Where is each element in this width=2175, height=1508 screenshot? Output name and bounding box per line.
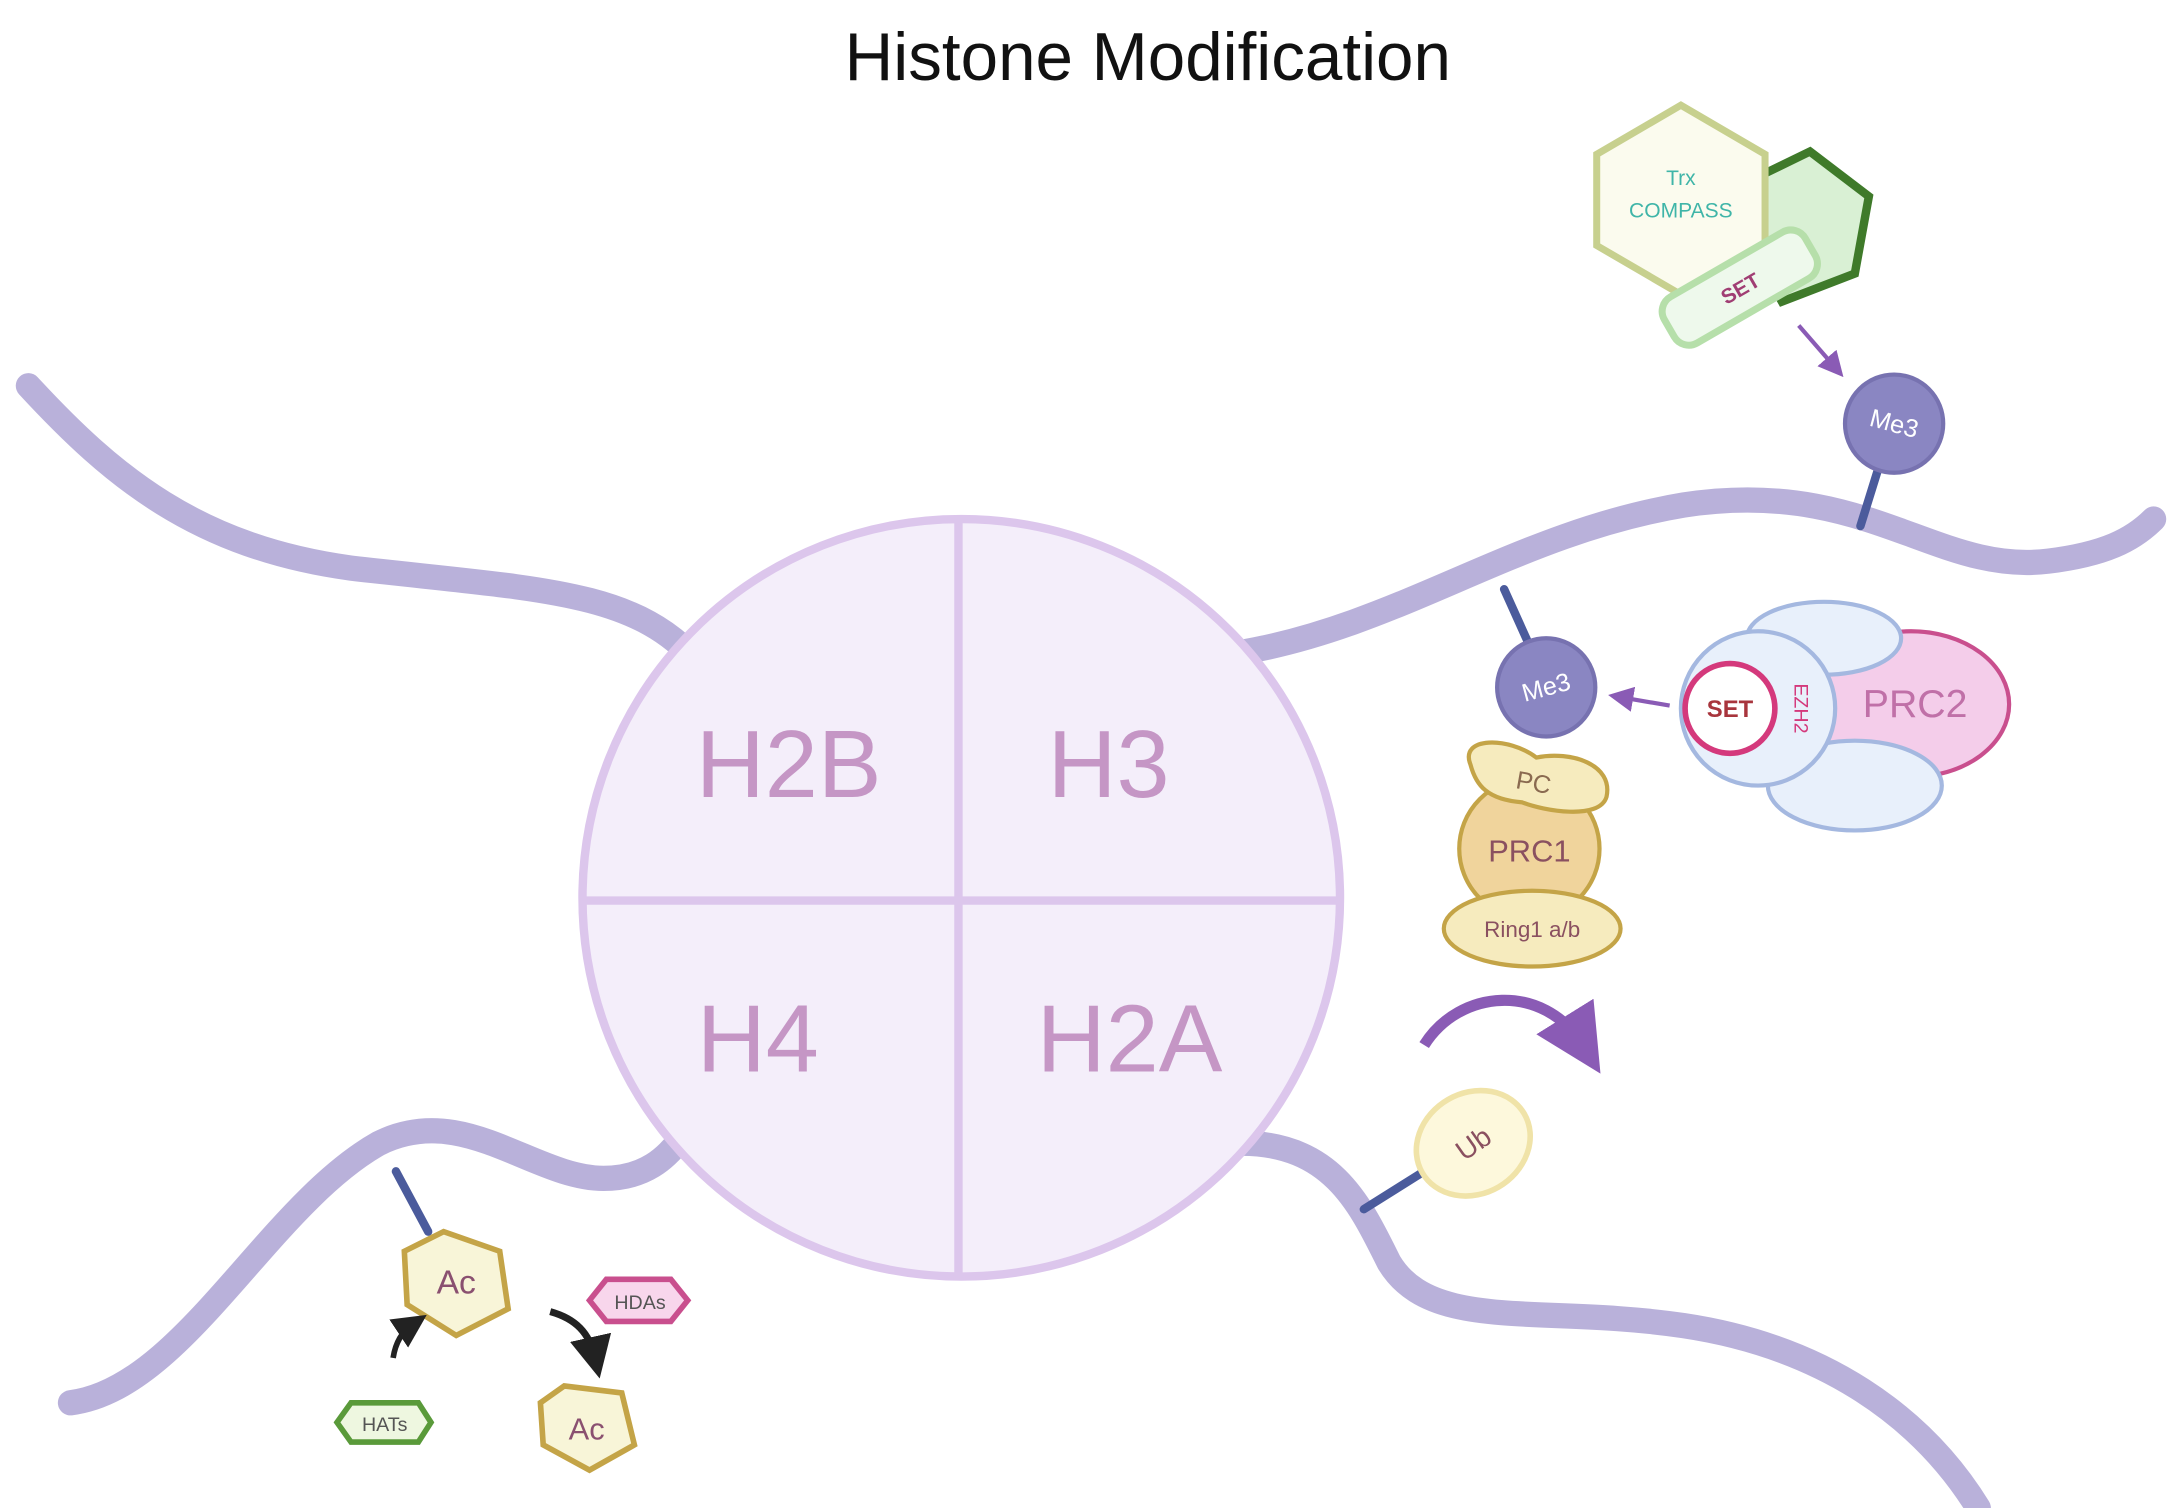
- me3-top-linker: [1856, 458, 1885, 531]
- prc2-complex: SET EZH2 PRC2: [1678, 599, 2012, 833]
- trx-compass-complex: Trx COMPASS SET: [1593, 101, 1874, 378]
- hdas-arrow: [549, 1308, 612, 1379]
- dna-strand-lower-right: [1229, 1130, 1991, 1508]
- ac-linker: [391, 1167, 433, 1236]
- methylation-arrow-top: [1797, 324, 1844, 378]
- methylation-arrow-prc2: [1608, 686, 1671, 712]
- svg-text:Ac: Ac: [437, 1264, 476, 1301]
- compass-label: COMPASS: [1629, 199, 1733, 222]
- me3-top: Me3: [1842, 372, 1946, 475]
- svg-text:HDAs: HDAs: [614, 1292, 665, 1314]
- diagram-title: Histone Modification: [845, 20, 1451, 95]
- dna-strand-lower-left: [57, 1118, 694, 1416]
- ubiquitination-arrow: [1419, 994, 1601, 1074]
- dna-strand-upper-right: [1229, 487, 2167, 665]
- acetyl-attached: Ac: [401, 1228, 512, 1339]
- hats-enzyme: HATs: [333, 1399, 435, 1445]
- svg-text:HATs: HATs: [362, 1414, 408, 1436]
- histone-h2a: H2A: [1037, 987, 1223, 1093]
- trx-label: Trx: [1666, 167, 1696, 190]
- prc1-complex: PC PRC1 Ring1 a/b: [1441, 740, 1623, 969]
- me3-mid-linker: [1499, 584, 1534, 650]
- ezh2-label: EZH2: [1790, 683, 1812, 733]
- histone-h4: H4: [697, 987, 819, 1093]
- acetyl-released: Ac: [537, 1383, 638, 1474]
- hats-arrow: [389, 1314, 427, 1359]
- ring1-label: Ring1 a/b: [1484, 917, 1580, 942]
- prc1-label: PRC1: [1488, 833, 1570, 868]
- svg-text:Ac: Ac: [569, 1411, 605, 1446]
- prc2-label: PRC2: [1863, 682, 1968, 726]
- histone-octamer: H2B H3 H4 H2A: [578, 514, 1345, 1281]
- prc2-set-label: SET: [1707, 696, 1754, 723]
- ub-linker: [1359, 1167, 1429, 1214]
- histone-h3: H3: [1048, 712, 1170, 818]
- me3-middle: Me3: [1495, 636, 1598, 739]
- hdas-enzyme: HDAs: [585, 1276, 692, 1325]
- ubiquitin: Ub: [1413, 1087, 1534, 1199]
- histone-h2b: H2B: [696, 712, 882, 818]
- pc-label: PC: [1514, 766, 1553, 800]
- dna-strand-upper-left: [15, 373, 708, 672]
